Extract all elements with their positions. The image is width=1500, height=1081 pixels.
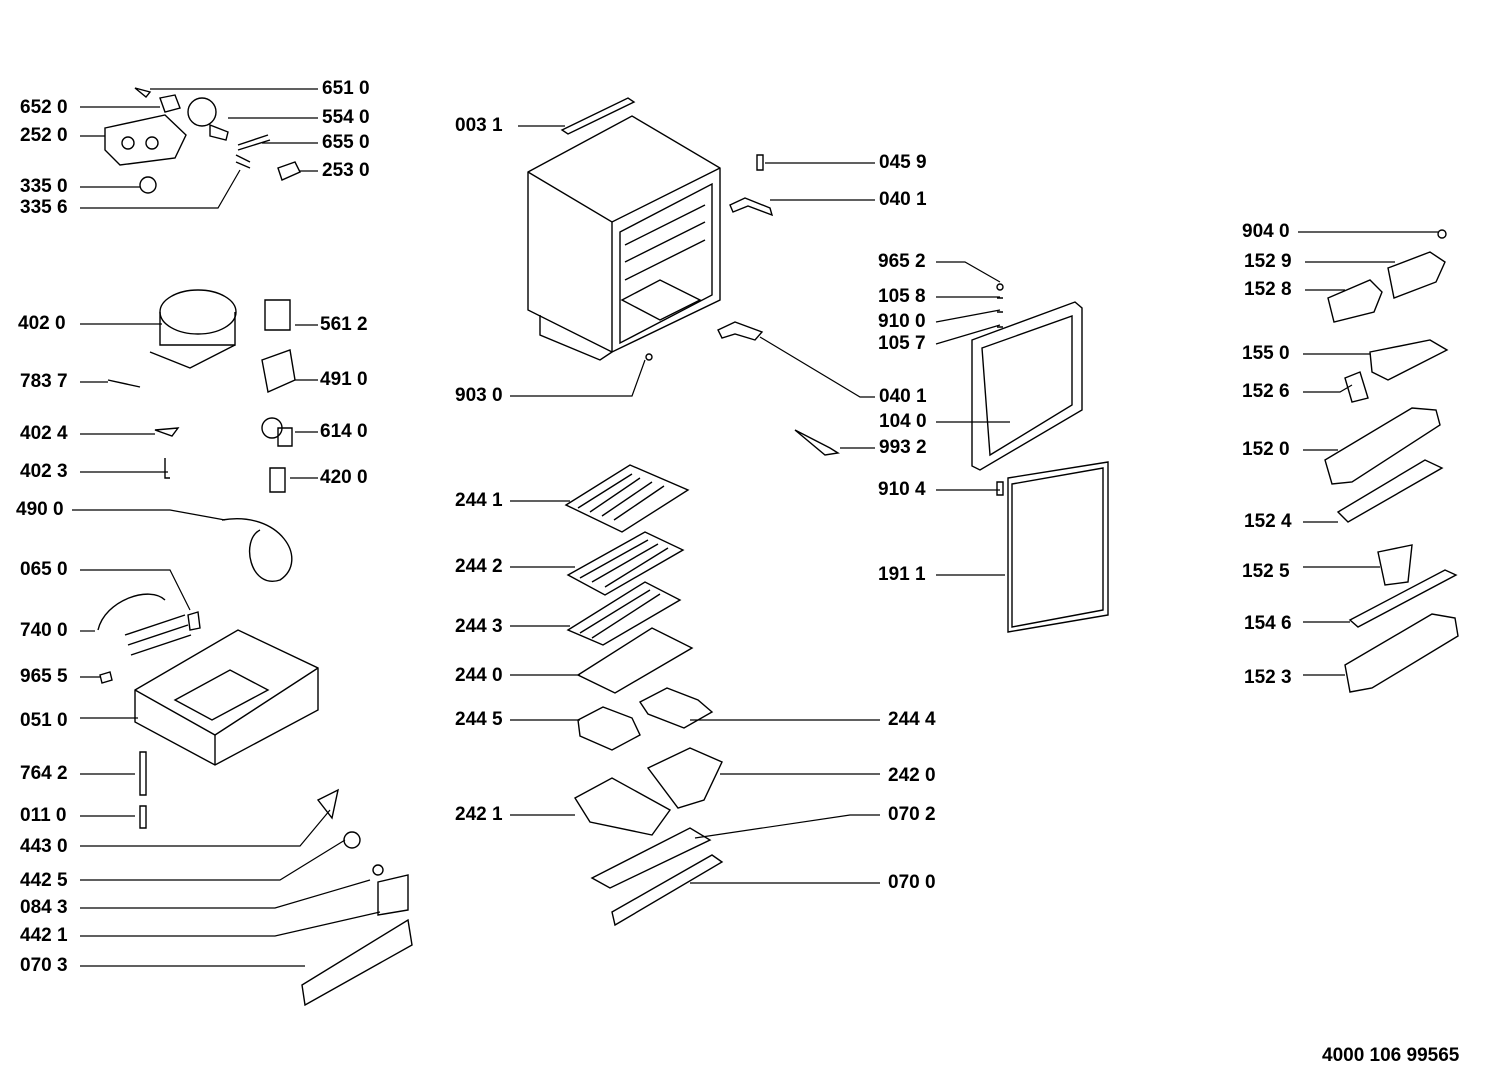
part-label-244-2: 244 2 [455, 556, 503, 577]
part-label-442-5: 442 5 [20, 870, 68, 891]
compressor-illustration [108, 290, 295, 581]
part-label-993-2: 993 2 [879, 437, 927, 458]
part-label-965-2: 965 2 [878, 251, 926, 272]
part-label-442-1: 442 1 [20, 925, 68, 946]
part-label-152-0: 152 0 [1242, 439, 1290, 460]
part-label-191-1: 191 1 [878, 564, 926, 585]
part-label-740-0: 740 0 [20, 620, 68, 641]
shelf-illustrations [566, 465, 692, 693]
part-label-104-0: 104 0 [879, 411, 927, 432]
part-label-105-7: 105 7 [878, 333, 926, 354]
part-label-244-3: 244 3 [455, 616, 503, 637]
part-label-764-2: 764 2 [20, 763, 68, 784]
part-label-253-0: 253 0 [322, 160, 370, 181]
part-label-070-2: 070 2 [888, 804, 936, 825]
part-label-152-8: 152 8 [1244, 279, 1292, 300]
part-label-402-0: 402 0 [18, 313, 66, 334]
part-label-614-0: 614 0 [320, 421, 368, 442]
base-tray-illustration [98, 594, 412, 1005]
part-label-244-0: 244 0 [455, 665, 503, 686]
part-label-152-6: 152 6 [1242, 381, 1290, 402]
part-label-070-3: 070 3 [20, 955, 68, 976]
part-label-910-0: 910 0 [878, 311, 926, 332]
part-label-244-1: 244 1 [455, 490, 503, 511]
part-label-783-7: 783 7 [20, 371, 68, 392]
part-label-903-0: 903 0 [455, 385, 503, 406]
part-label-420-0: 420 0 [320, 467, 368, 488]
part-label-045-9: 045 9 [879, 152, 927, 173]
part-label-105-8: 105 8 [878, 286, 926, 307]
part-label-490-0: 490 0 [16, 499, 64, 520]
part-label-040-1-top: 040 1 [879, 189, 927, 210]
part-label-051-0: 051 0 [20, 710, 68, 731]
part-label-155-0: 155 0 [1242, 343, 1290, 364]
part-label-554-0: 554 0 [322, 107, 370, 128]
part-label-152-4: 152 4 [1244, 511, 1292, 532]
part-label-065-0: 065 0 [20, 559, 68, 580]
hinge-illustrations [646, 155, 838, 455]
document-number: 4000 106 99565 [1322, 1045, 1460, 1066]
part-label-651-0: 651 0 [322, 78, 370, 99]
drawer-illustrations [575, 688, 722, 925]
part-label-335-6: 335 6 [20, 197, 68, 218]
part-label-244-5: 244 5 [455, 709, 503, 730]
thermostat-housing-illustration [105, 88, 300, 193]
balcony-illustrations [1325, 230, 1458, 692]
part-label-152-9: 152 9 [1244, 251, 1292, 272]
part-label-003-1: 003 1 [455, 115, 503, 136]
part-label-335-0: 335 0 [20, 176, 68, 197]
part-label-084-3: 084 3 [20, 897, 68, 918]
part-label-040-1-bottom: 040 1 [879, 386, 927, 407]
door-illustration [972, 284, 1108, 632]
part-label-910-4: 910 4 [878, 479, 926, 500]
part-label-242-1: 242 1 [455, 804, 503, 825]
part-label-402-3: 402 3 [20, 461, 68, 482]
part-label-443-0: 443 0 [20, 836, 68, 857]
part-label-011-0: 011 0 [20, 805, 67, 826]
part-label-652-0: 652 0 [20, 97, 68, 118]
part-label-561-2: 561 2 [320, 314, 368, 335]
part-label-904-0: 904 0 [1242, 221, 1290, 242]
part-label-152-5: 152 5 [1242, 561, 1290, 582]
part-label-252-0: 252 0 [20, 125, 68, 146]
part-label-242-0: 242 0 [888, 765, 936, 786]
part-label-154-6: 154 6 [1244, 613, 1292, 634]
part-label-655-0: 655 0 [322, 132, 370, 153]
part-label-402-4: 402 4 [20, 423, 68, 444]
part-label-965-5: 965 5 [20, 666, 68, 687]
leader-lines [72, 89, 1438, 966]
part-label-244-4: 244 4 [888, 709, 936, 730]
part-label-491-0: 491 0 [320, 369, 368, 390]
part-label-070-0: 070 0 [888, 872, 936, 893]
part-label-152-3: 152 3 [1244, 667, 1292, 688]
cabinet-illustration [528, 98, 720, 360]
